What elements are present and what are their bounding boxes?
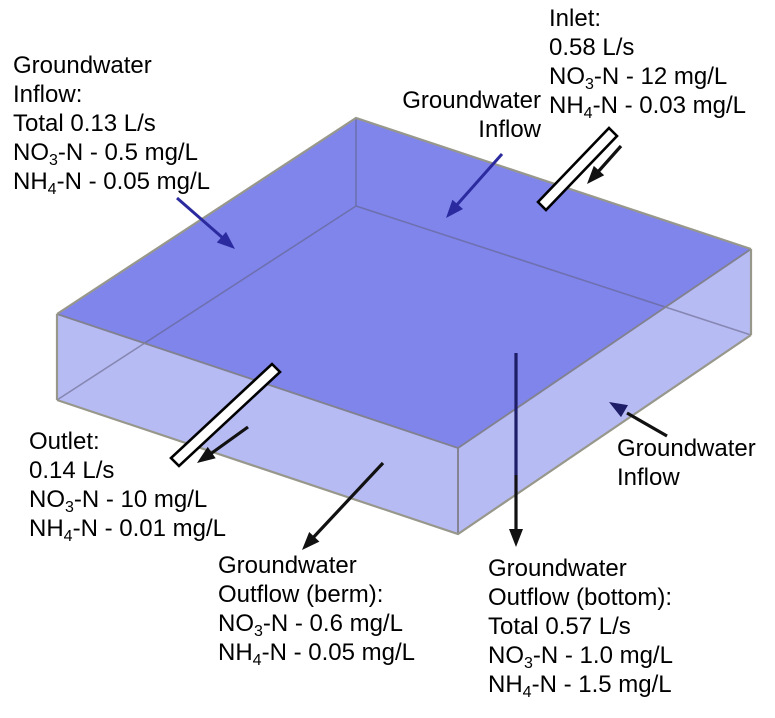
basin-front-rim-edges xyxy=(56,248,752,534)
basin-front-right-face xyxy=(458,249,751,534)
basin-interior-edges xyxy=(56,118,752,401)
inlet-pipe xyxy=(536,126,619,212)
basin-front-left-face xyxy=(57,314,458,534)
groundwater-inflow-center-arrow xyxy=(446,153,504,218)
outlet-pipe xyxy=(169,362,282,468)
groundwater-outflow-berm-arrow xyxy=(302,461,385,550)
groundwater-outflow-bottom-arrow xyxy=(509,353,523,547)
inlet-flow-arrow xyxy=(587,144,623,184)
groundwater-inflow-right-arrow xyxy=(609,402,668,438)
outlet-flow-arrow xyxy=(197,425,249,463)
groundwater-inflow-left-arrow xyxy=(176,196,235,249)
